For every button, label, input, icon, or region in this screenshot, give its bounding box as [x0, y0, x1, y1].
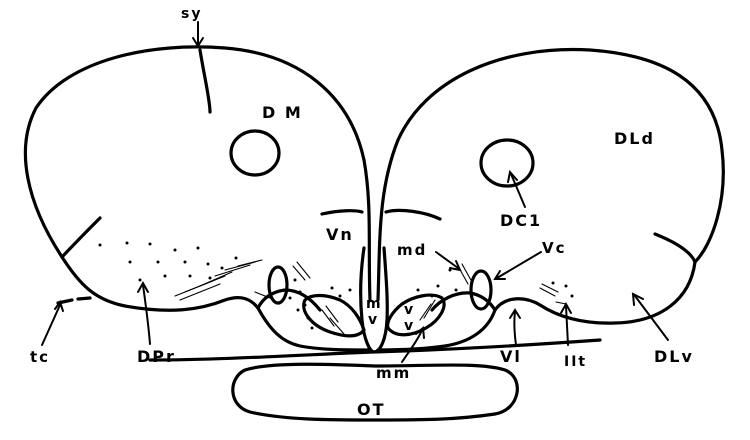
label-mv-top: m — [366, 296, 383, 312]
ventral-arc — [150, 340, 600, 360]
label-iit: IIt — [564, 354, 587, 370]
label-md: md — [397, 241, 427, 259]
dc1-nucleus — [481, 140, 533, 186]
label-tc: tc — [30, 348, 50, 366]
left-lateral-boundary — [62, 218, 100, 257]
right-ventral-lobe — [388, 295, 444, 335]
label-vv-bottom: v — [404, 318, 415, 334]
left-inner-lobe — [258, 308, 370, 350]
label-vn: Vn — [326, 225, 354, 244]
right-hemisphere-outline — [378, 50, 723, 300]
sulcus-line — [200, 50, 210, 112]
label-vv-top: v — [404, 302, 415, 318]
label-mv-bottom: v — [368, 312, 379, 328]
label-dpr: DPr — [137, 347, 176, 366]
left-ventral-contour — [62, 257, 258, 310]
label-dlv: DLv — [654, 347, 694, 366]
label-vl: Vl — [500, 347, 522, 366]
label-dm: D M — [262, 103, 303, 122]
label-dc1: DC1 — [500, 211, 542, 230]
label-ot: OT — [357, 400, 386, 419]
tc-dash — [58, 298, 90, 303]
leader-arrows — [42, 172, 668, 362]
left-small-oval — [269, 267, 287, 303]
left-hemisphere-outline — [25, 47, 370, 300]
label-vc: Vc — [542, 239, 567, 257]
label-dld: DLd — [614, 129, 655, 148]
vn-right-line — [386, 210, 440, 219]
vn-left-line — [322, 211, 362, 214]
right-ventral-contour — [495, 262, 695, 323]
right-inner-lobe — [378, 310, 495, 350]
right-lateral-boundary — [655, 234, 695, 262]
label-sy: sy — [181, 6, 202, 22]
stipple-dots — [99, 242, 574, 330]
label-mm: mm — [376, 364, 411, 382]
dm-nucleus — [231, 131, 279, 175]
vc-oval — [471, 271, 491, 309]
